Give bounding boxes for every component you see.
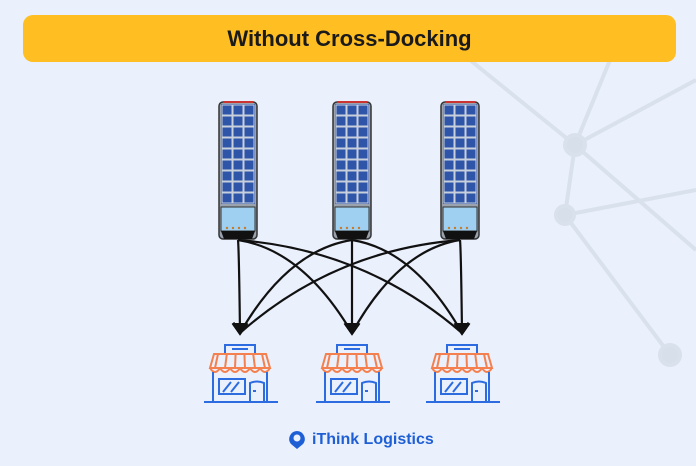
store-icon: [426, 344, 500, 403]
arrow-head: [343, 322, 361, 336]
delivery-arrow: [236, 239, 242, 334]
delivery-arrow: [351, 238, 461, 334]
delivery-arrow: [458, 239, 464, 334]
delivery-arrow: [239, 238, 461, 334]
delivery-arrow: [239, 238, 353, 334]
delivery-arrow: [237, 238, 353, 334]
arrow-head: [231, 322, 249, 336]
location-pin-icon: [289, 431, 305, 449]
arrow-head: [453, 322, 471, 336]
truck-icon: [218, 101, 258, 240]
truck-icon: [440, 101, 480, 240]
delivery-arrow: [237, 238, 463, 334]
title-banner: Without Cross-Docking: [23, 15, 676, 62]
store-icon: [316, 344, 390, 403]
brand-logo: iThink Logistics: [288, 430, 434, 450]
background-network-pattern: [468, 58, 696, 367]
brand-name: iThink Logistics: [312, 431, 434, 448]
truck-icon: [332, 101, 372, 240]
store-icon: [204, 344, 278, 403]
delivery-arrow: [351, 238, 463, 334]
page-title: Without Cross-Docking: [227, 25, 472, 51]
